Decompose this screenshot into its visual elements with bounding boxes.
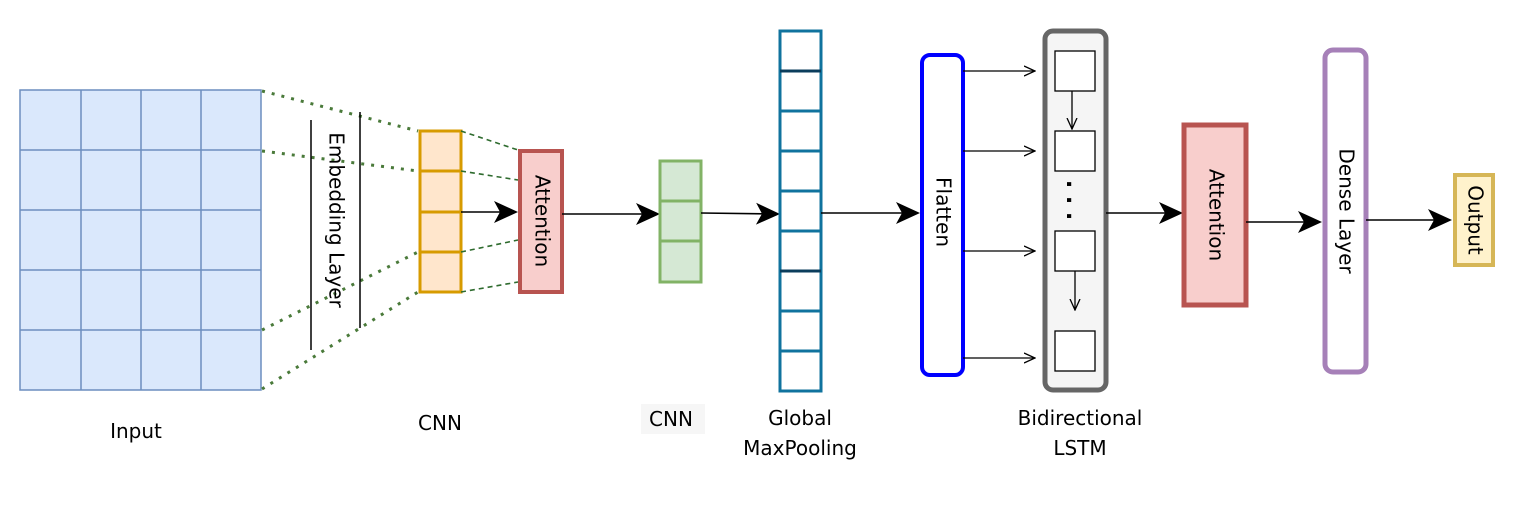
dense-layer-label: Dense Layer: [1335, 148, 1359, 274]
lstm-label-line1: Bidirectional: [1018, 406, 1143, 430]
lstm-ellipsis: . . .: [1061, 180, 1086, 220]
embedding-layer-label: Embedding Layer: [325, 132, 349, 308]
dense-layer-block: [1322, 47, 1369, 375]
output-label: Output: [1464, 185, 1488, 255]
global-maxpooling-block: [778, 29, 823, 393]
output-block: [1453, 173, 1495, 267]
embedding-layer-brackets: [310, 112, 361, 350]
cnn-label-2-background: [641, 404, 705, 434]
lstm-label-line2: LSTM: [1053, 436, 1106, 460]
flatten-to-lstm-arrows: [963, 71, 1035, 358]
flatten-block: [920, 53, 965, 377]
cnn-label-1: CNN: [418, 411, 462, 435]
pooling-label-line1: Global: [768, 406, 832, 430]
lstm-container: [1042, 28, 1109, 393]
cnn-attention-connectors: [460, 130, 519, 293]
flatten-label: Flatten: [932, 177, 956, 247]
attention-label-2: Attention: [1205, 169, 1229, 261]
lstm-cells: [1054, 50, 1096, 372]
arrow-cnn2-to-pooling: [700, 202, 780, 225]
embedding-connectors: [261, 89, 419, 391]
cnn-block-2: [658, 159, 703, 284]
cnn-label-2: CNN: [649, 407, 693, 431]
attention-block-1: [518, 149, 564, 294]
cnn-block-1: [418, 129, 463, 294]
input-grid: [19, 89, 262, 391]
pooling-label-line2: MaxPooling: [743, 436, 857, 460]
attention-label-1: Attention: [531, 175, 555, 267]
lstm-internal-arrows: [1072, 91, 1075, 310]
attention-block-2: [1181, 122, 1249, 308]
input-label: Input: [110, 419, 162, 443]
